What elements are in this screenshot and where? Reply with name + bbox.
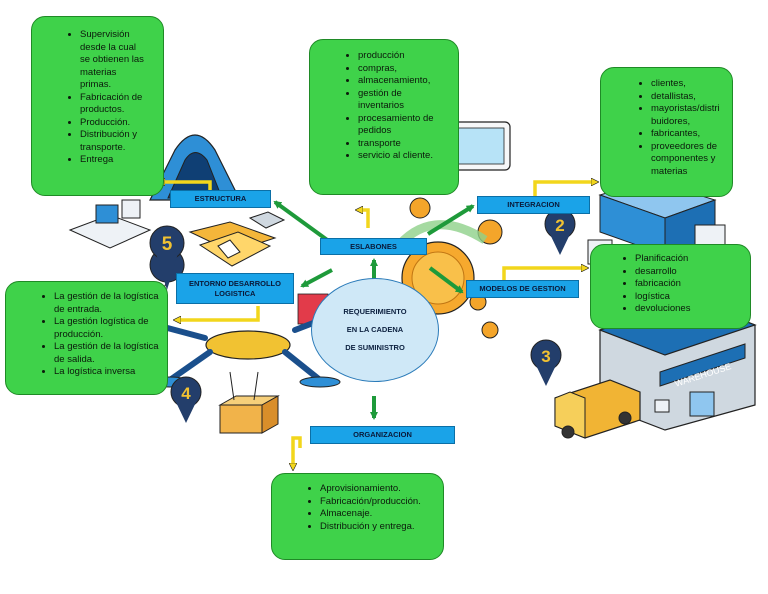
connector-eslabones xyxy=(358,210,370,228)
estructura-list-box: Supervisión desde la cual se obtienen la… xyxy=(31,16,164,196)
list-item: clientes, xyxy=(651,78,724,91)
list-item: logística xyxy=(635,291,744,304)
list-item: compras, xyxy=(358,63,450,76)
list-item: devoluciones xyxy=(635,303,744,316)
arrow-to-integracion xyxy=(426,204,475,236)
list-item: Entrega xyxy=(80,154,147,167)
hub-line3: DE SUMINISTRO xyxy=(345,343,405,352)
list-item: Distribución y transporte. xyxy=(80,129,147,154)
list-item: detallistas, xyxy=(651,91,724,104)
label-estructura: ESTRUCTURA xyxy=(170,190,271,208)
list-item: Distribución y entrega. xyxy=(320,521,437,534)
list-item: La gestión de la logística de salida. xyxy=(54,341,161,366)
pin-number: 5 xyxy=(162,234,173,255)
list-item: producción xyxy=(358,50,450,63)
arrow-to-modelos xyxy=(428,266,464,294)
list-item: mayoristas/distribuidores, xyxy=(651,103,724,128)
pin-number: 4 xyxy=(181,384,191,403)
integracion-list-box: clientes, detallistas, mayoristas/distri… xyxy=(600,67,733,197)
entorno-list-box: La gestión de la logística de entrada. L… xyxy=(5,281,168,395)
list-item: La logística inversa xyxy=(54,366,161,379)
connector-integracion xyxy=(533,182,596,196)
label-entorno-line2: LOGISTICA xyxy=(214,288,256,298)
hub-line1: REQUERIMIENTO xyxy=(343,307,407,316)
connector-estructura xyxy=(160,182,212,192)
arrow-to-estructura xyxy=(273,200,332,244)
eslabones-list-box: producción compras, almacenamiento, gest… xyxy=(309,39,459,195)
list-item: proveedores de componentes y materias xyxy=(651,141,724,179)
list-item: servicio al cliente. xyxy=(358,150,450,163)
pin-icon: 3 xyxy=(530,339,562,386)
pin-icon: 5 xyxy=(149,225,185,297)
list-item: La gestión de la logística de entrada. xyxy=(54,291,161,316)
label-entorno-line1: ENTORNO DESARROLLO xyxy=(189,278,281,288)
arrow-to-entorno xyxy=(300,268,333,288)
list-item: Aprovisionamiento. xyxy=(320,483,437,496)
list-item: procesamiento de pedidos xyxy=(358,113,450,138)
yellow-connectors xyxy=(160,182,596,468)
factory-illustration xyxy=(68,134,286,267)
central-hub: REQUERIMIENTO EN LA CADENA DE SUMINISTRO xyxy=(311,278,439,382)
list-item: fabricantes, xyxy=(651,128,724,141)
list-item: transporte xyxy=(358,138,450,151)
list-item: gestión de inventarios xyxy=(358,88,450,113)
label-organizacion: ORGANIZACION xyxy=(310,426,455,444)
organizacion-list-box: Aprovisionamiento. Fabricación/producció… xyxy=(271,473,444,560)
pin-icon: 2 xyxy=(544,208,576,255)
list-item: fabricación xyxy=(635,278,744,291)
label-entorno-desarrollo-logistica: ENTORNO DESARROLLO LOGISTICA xyxy=(176,273,294,304)
list-item: Almacenaje. xyxy=(320,508,437,521)
list-item: Planificación xyxy=(635,253,744,266)
connector-entorno xyxy=(176,306,260,320)
list-item: desarrollo xyxy=(635,266,744,279)
green-arrows xyxy=(273,200,475,420)
label-modelos-de-gestion: MODELOS DE GESTION xyxy=(466,280,579,298)
list-item: La gestión logística de producción. xyxy=(54,316,161,341)
list-item: Producción. xyxy=(80,117,147,130)
connector-organizacion xyxy=(293,436,302,468)
modelos-list-box: Planificación desarrollo fabricación log… xyxy=(590,244,751,329)
hub-line2: EN LA CADENA xyxy=(346,325,404,334)
list-item: Supervisión desde la cual se obtienen la… xyxy=(80,29,147,92)
list-item: almacenamiento, xyxy=(358,75,450,88)
pin-icon: 4 xyxy=(170,376,202,423)
list-item: Fabricación de productos. xyxy=(80,92,147,117)
pin-number: 2 xyxy=(555,216,564,235)
list-item: Fabricación/producción. xyxy=(320,496,437,509)
label-integracion: INTEGRACION xyxy=(477,196,590,214)
pin-number: 3 xyxy=(541,347,550,366)
label-eslabones: ESLABONES xyxy=(320,238,427,255)
connector-modelos xyxy=(502,268,586,280)
